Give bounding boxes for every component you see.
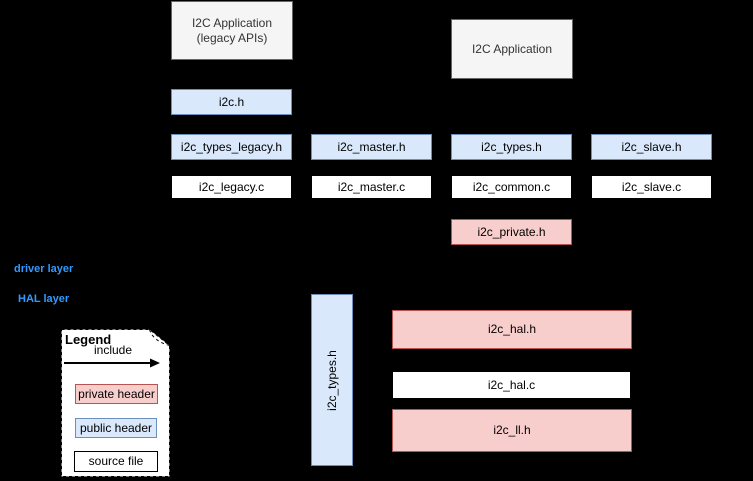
box-i2c-h: i2c.h: [171, 89, 292, 115]
app-legacy-label: I2C Application (legacy APIs): [191, 15, 273, 45]
box-i2c-common-c: i2c_common.c: [451, 175, 572, 199]
box-i2c-slave-c: i2c_slave.c: [591, 175, 712, 199]
box-i2c-slave-h: i2c_slave.h: [591, 134, 712, 160]
box-i2c-private-h: i2c_private.h: [451, 219, 572, 245]
legend-title: Legend: [65, 332, 112, 347]
driver-layer-label: driver layer: [14, 263, 74, 275]
include-arrow-icon: [64, 358, 160, 368]
hal-layer-label: HAL layer: [18, 293, 70, 305]
box-i2c-application-legacy: I2C Application (legacy APIs): [171, 1, 293, 60]
box-i2c-master-h: i2c_master.h: [311, 134, 432, 160]
legend-item-private-header: private header: [75, 384, 158, 404]
box-i2c-types-legacy-h: i2c_types_legacy.h: [171, 134, 292, 160]
box-i2c-hal-h: i2c_hal.h: [392, 310, 632, 349]
legend-item-public-header: public header: [75, 418, 157, 438]
box-i2c-legacy-c: i2c_legacy.c: [171, 175, 292, 199]
box-i2c-ll-h: i2c_ll.h: [392, 409, 632, 452]
include-label: include: [94, 343, 133, 357]
app-label: I2C Application: [471, 41, 553, 56]
box-i2c-types-h-vertical: i2c_types.h: [311, 294, 353, 466]
box-i2c-types-h: i2c_types.h: [451, 134, 572, 160]
box-i2c-application: I2C Application: [451, 19, 573, 79]
box-i2c-master-c: i2c_master.c: [311, 175, 432, 199]
folded-corner-icon: [149, 329, 170, 346]
box-i2c-hal-c: i2c_hal.c: [392, 371, 631, 399]
legend-item-source-file: source file: [74, 451, 158, 472]
legend: Legend include private header public hea…: [61, 329, 170, 477]
